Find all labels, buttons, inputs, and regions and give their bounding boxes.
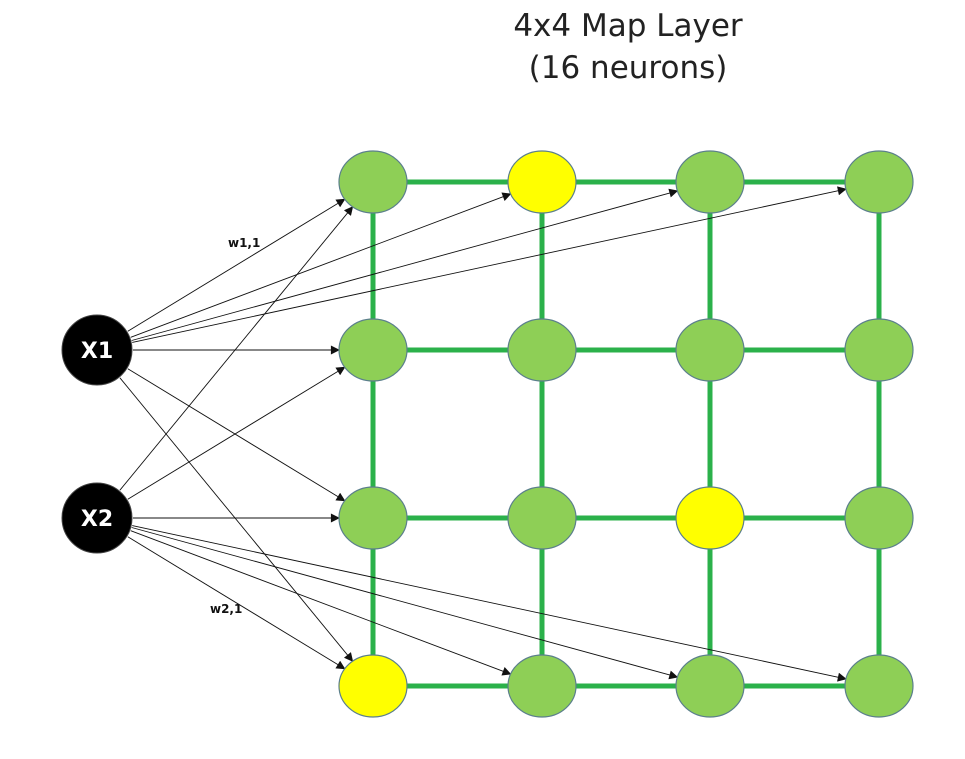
winning-neuron-3-0 xyxy=(338,654,408,718)
connection-x1-to-2-0 xyxy=(127,368,346,502)
weight-label-w11: w1,1 xyxy=(228,236,260,250)
connection-x2-to-3-0 xyxy=(127,536,346,670)
input-node-x1 xyxy=(61,314,133,386)
map-neuron-3-3 xyxy=(844,654,914,718)
map-neuron-1-1 xyxy=(507,318,577,382)
connection-x1-to-0-0 xyxy=(127,198,346,332)
input-node-x2 xyxy=(61,482,133,554)
map-neuron-0-2 xyxy=(675,150,745,214)
connection-x2-to-3-2 xyxy=(131,527,679,680)
input-label-x2: X2 xyxy=(81,507,113,532)
grid-links xyxy=(370,179,882,689)
connection-x1-to-3-0 xyxy=(119,377,354,662)
connection-x1-to-0-2 xyxy=(131,188,679,341)
map-neuron-2-3 xyxy=(844,486,914,550)
connection-x2-to-1-0 xyxy=(127,366,346,500)
map-neuron-1-0 xyxy=(338,318,408,382)
map-neuron-3-1 xyxy=(507,654,577,718)
map-neuron-3-2 xyxy=(675,654,745,718)
map-neurons xyxy=(338,150,914,718)
connection-x2-to-3-1 xyxy=(130,530,512,676)
map-neuron-0-3 xyxy=(844,150,914,214)
winning-neuron-2-2 xyxy=(675,486,745,550)
winning-neuron-0-1 xyxy=(507,150,577,214)
weight-label-w21: w2,1 xyxy=(210,602,242,616)
map-neuron-2-1 xyxy=(507,486,577,550)
map-neuron-2-0 xyxy=(338,486,408,550)
connection-x1-to-0-3 xyxy=(132,186,847,343)
connection-x2-to-0-0 xyxy=(119,206,354,491)
map-neuron-0-0 xyxy=(338,150,408,214)
map-neuron-1-3 xyxy=(844,318,914,382)
connection-x2-to-3-3 xyxy=(132,525,847,682)
map-layer-title-line2: (16 neurons) xyxy=(529,50,728,86)
map-neuron-1-2 xyxy=(675,318,745,382)
map-layer-title-line1: 4x4 Map Layer xyxy=(513,8,743,44)
weight-connections xyxy=(119,186,847,682)
connection-x1-to-0-1 xyxy=(130,192,512,338)
input-label-x1: X1 xyxy=(81,339,113,364)
